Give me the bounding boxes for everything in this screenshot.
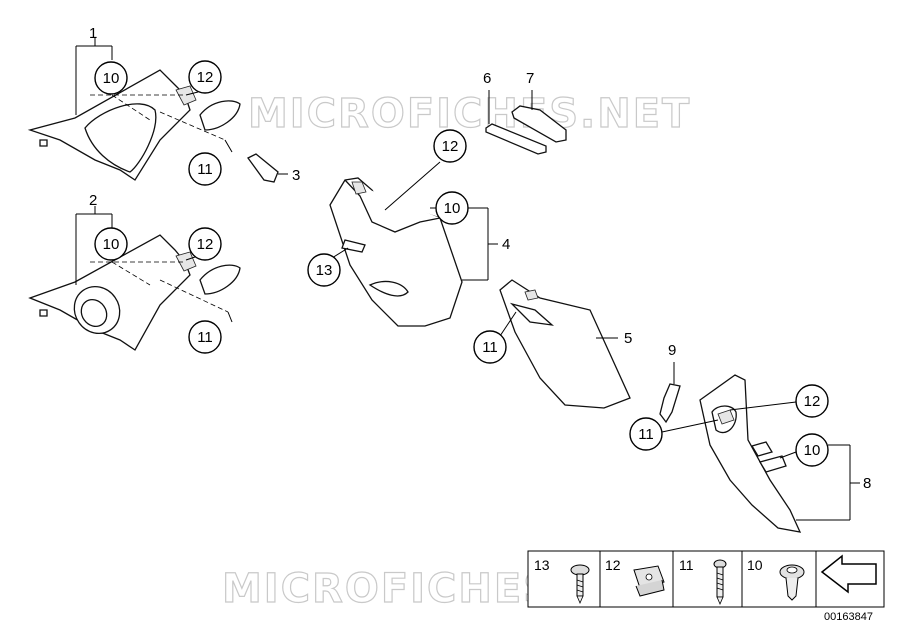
callout-12-part1: 12 <box>188 60 222 94</box>
expanding-rivet-10-icon <box>779 564 805 601</box>
watermark-top: MICROFICHES.NET <box>248 91 691 137</box>
part-2-leaders <box>75 206 233 323</box>
callout-12-part8: 12 <box>795 384 829 418</box>
callout-label: 10 <box>103 70 120 87</box>
part-5-panel <box>499 279 631 409</box>
hardware-legend: 13 12 11 10 <box>527 550 885 608</box>
callout-label: 12 <box>442 138 459 155</box>
part-number-2: 2 <box>89 192 97 209</box>
callout-label: 10 <box>804 442 821 459</box>
part-number-7: 7 <box>526 70 534 87</box>
document-id: 00163847 <box>824 611 873 623</box>
callout-11-part5: 11 <box>473 330 507 364</box>
legend-label-13: 13 <box>534 557 550 573</box>
part-9-clip <box>659 362 681 424</box>
part-number-4: 4 <box>502 236 510 253</box>
callout-12-part4: 12 <box>433 129 467 163</box>
legend-label-10: 10 <box>747 557 763 573</box>
callout-label: 11 <box>197 161 213 178</box>
callout-11-part2: 11 <box>188 320 222 354</box>
part-2-trim-panel <box>28 234 241 351</box>
part-number-8: 8 <box>863 475 871 492</box>
part-number-9: 9 <box>668 342 676 359</box>
callout-label: 12 <box>804 393 821 410</box>
callout-13-part4: 13 <box>307 253 341 287</box>
screw-13-icon <box>570 564 590 605</box>
part-1-trim-panel <box>27 69 241 181</box>
callout-label: 11 <box>197 329 213 346</box>
orientation-arrow-icon <box>820 554 877 594</box>
part-7-clip <box>511 90 567 143</box>
callout-label: 10 <box>444 200 461 217</box>
callout-10-part2: 10 <box>94 227 128 261</box>
part-number-5: 5 <box>624 330 632 347</box>
part-4-column-cover <box>329 177 463 327</box>
screw-11-icon <box>713 559 727 606</box>
part-1-leaders <box>75 38 233 153</box>
part-number-3: 3 <box>292 167 300 184</box>
callout-label: 11 <box>638 426 654 443</box>
legend-label-11: 11 <box>679 557 694 573</box>
part-number-6: 6 <box>483 70 491 87</box>
callout-label: 12 <box>197 69 214 86</box>
legend-label-12: 12 <box>605 557 621 573</box>
callout-label: 13 <box>316 262 333 279</box>
callout-12-part2: 12 <box>188 227 222 261</box>
callout-10-part1: 10 <box>94 61 128 95</box>
part-6-clip <box>485 90 547 155</box>
callout-11-part1: 11 <box>188 152 222 186</box>
part-number-1: 1 <box>89 25 97 42</box>
clip-nut-12-icon <box>633 565 665 597</box>
part-5-leaders <box>499 311 618 339</box>
part-8-leaders <box>661 401 860 521</box>
callout-10-part8: 10 <box>795 433 829 467</box>
callout-11-part8: 11 <box>629 417 663 451</box>
callout-label: 12 <box>197 236 214 253</box>
part-3-clip <box>247 153 288 183</box>
callout-10-part4: 10 <box>435 191 469 225</box>
callout-label: 11 <box>482 339 498 356</box>
callout-label: 10 <box>103 236 120 253</box>
part-8-trim <box>699 374 802 533</box>
